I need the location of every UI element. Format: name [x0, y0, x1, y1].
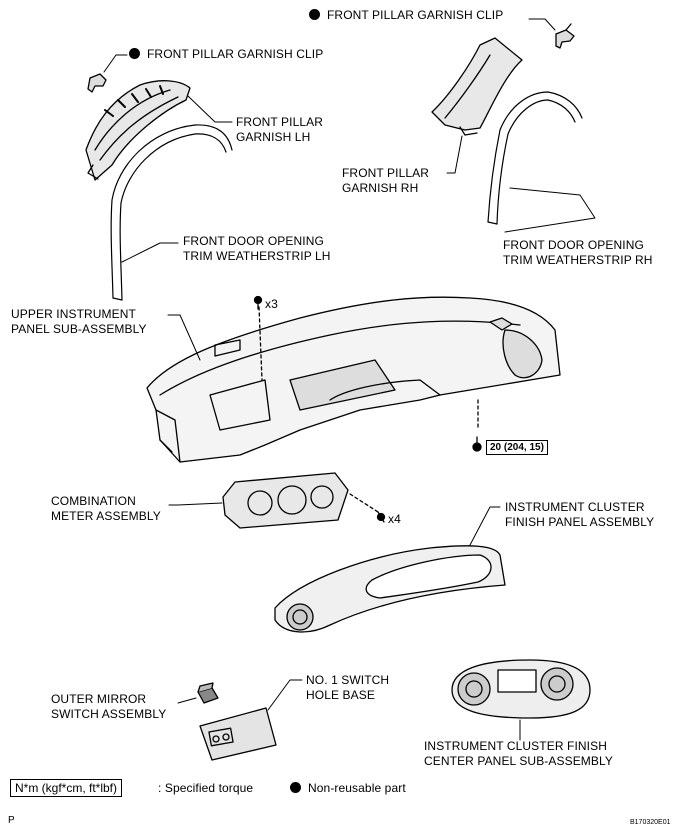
label-combination-meter: COMBINATION METER ASSEMBLY: [51, 494, 161, 523]
legend-nonreusable-text: Non-reusable part: [308, 781, 406, 795]
label-weatherstrip-lh: FRONT DOOR OPENING TRIM WEATHERSTRIP LH: [183, 234, 331, 263]
panel-screw: [253, 295, 263, 310]
label-switch-base: NO. 1 SWITCH HOLE BASE: [306, 673, 390, 702]
legend-nonreusable: Non-reusable part: [290, 781, 406, 796]
outer-mirror-switch-part: [197, 682, 219, 704]
legend-torque-text: : Specified torque: [158, 781, 254, 795]
label-outer-mirror: OUTER MIRROR SWITCH ASSEMBLY: [51, 692, 167, 721]
qty-meter-screws: x4: [388, 512, 401, 526]
combination-meter-part: [222, 472, 379, 529]
torque-spec-box: 20 (204, 15): [486, 440, 548, 455]
label-clip-lh: FRONT PILLAR GARNISH CLIP: [129, 47, 323, 62]
label-cluster-finish: INSTRUMENT CLUSTER FINISH PANEL ASSEMBLY: [505, 500, 655, 529]
label-clip-rh: FRONT PILLAR GARNISH CLIP: [309, 8, 503, 23]
label-weatherstrip-rh: FRONT DOOR OPENING TRIM WEATHERSTRIP RH: [503, 238, 653, 267]
non-reusable-dot-icon: [290, 782, 301, 793]
leader-lines: [103, 18, 596, 741]
label-clip-lh-text: FRONT PILLAR GARNISH CLIP: [147, 47, 324, 61]
non-reusable-dot-icon: [129, 48, 140, 59]
center-panel-part: [451, 659, 591, 719]
weatherstrip-lh-part: [110, 124, 233, 301]
pillar-clip-lh-part: [87, 73, 107, 93]
corner-letter: P: [8, 815, 15, 826]
non-reusable-dot-icon: [309, 9, 320, 20]
legend-torque-unit: N*m (kgf*cm, ft*lbf): [10, 779, 123, 797]
label-garnish-rh: FRONT PILLAR GARNISH RH: [342, 166, 429, 195]
upper-instrument-panel-part: [146, 296, 561, 463]
pillar-garnish-rh-part: [431, 37, 523, 136]
panel-bolt: [472, 436, 482, 452]
label-upper-panel: UPPER INSTRUMENT PANEL SUB-ASSEMBLY: [11, 307, 147, 336]
pillar-garnish-lh-part: [85, 80, 191, 181]
cluster-finish-panel-part: [274, 545, 506, 633]
meter-screw: [376, 511, 386, 523]
label-garnish-lh: FRONT PILLAR GARNISH LH: [236, 115, 323, 144]
qty-panel-screws: x3: [265, 297, 278, 311]
label-center-panel: INSTRUMENT CLUSTER FINISH CENTER PANEL S…: [424, 739, 613, 768]
figure-code: B170320E01: [630, 819, 671, 826]
switch-hole-base-part: [199, 707, 277, 761]
weatherstrip-rh-part: [487, 91, 583, 225]
label-clip-rh-text: FRONT PILLAR GARNISH CLIP: [327, 8, 504, 22]
pillar-clip-rh-part: [555, 23, 575, 49]
